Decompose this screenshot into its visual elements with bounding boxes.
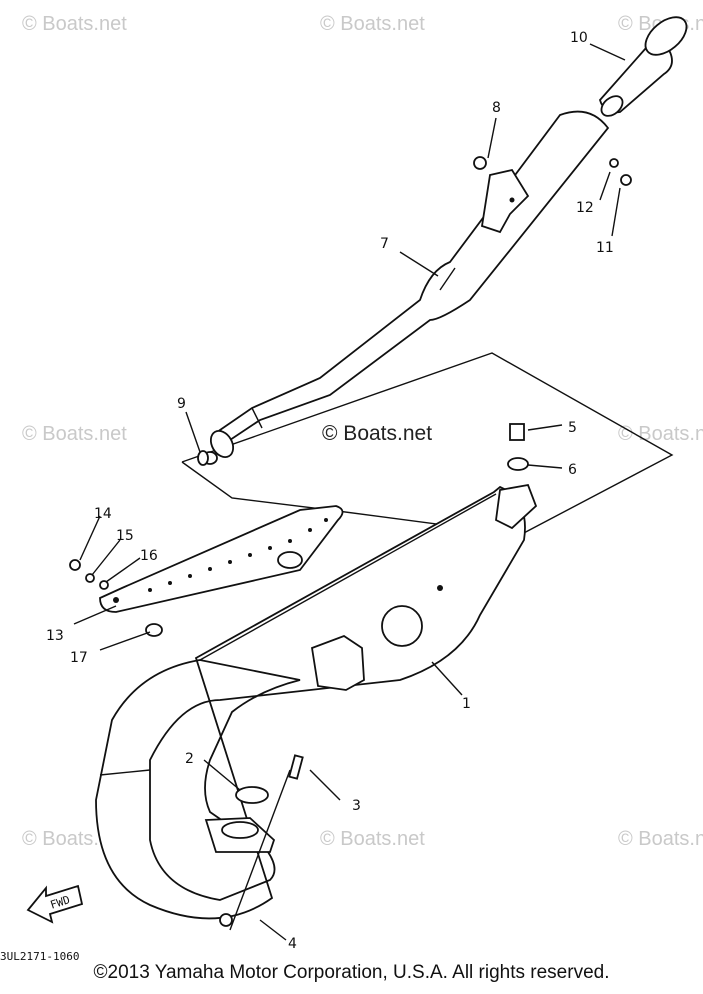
callout-12: 12 xyxy=(576,200,594,216)
diagram-code: 3UL2171-1060 xyxy=(0,950,79,963)
heat-shield-part xyxy=(99,505,344,613)
leader-lines xyxy=(73,43,626,941)
callout-11: 11 xyxy=(596,240,614,256)
copyright-notice: ©2013 Yamaha Motor Corporation, U.S.A. A… xyxy=(93,962,610,983)
callout-16: 16 xyxy=(140,548,158,564)
callout-1: 1 xyxy=(462,696,471,712)
callout-10: 10 xyxy=(570,30,588,46)
watermark: © Boats.net xyxy=(22,13,127,35)
callout-3: 3 xyxy=(352,798,361,814)
callout-4: 4 xyxy=(288,936,297,952)
watermark: © Boats.net xyxy=(618,423,703,445)
fasteners xyxy=(69,156,632,927)
callout-8: 8 xyxy=(492,100,501,116)
watermarks: © Boats.net © Boats.net © Boats.net © Bo… xyxy=(22,13,703,850)
watermark: © Boats.net xyxy=(22,423,127,445)
watermark: © Boats.net xyxy=(618,828,703,850)
callout-13: 13 xyxy=(46,628,64,644)
callout-5: 5 xyxy=(568,420,577,436)
callout-6: 6 xyxy=(568,462,577,478)
center-watermark: © Boats.net xyxy=(322,422,432,445)
end-cap-part xyxy=(598,16,688,117)
watermark: © Boats.net xyxy=(320,13,425,35)
callout-14: 14 xyxy=(94,506,112,522)
callout-2: 2 xyxy=(185,751,194,767)
callout-17: 17 xyxy=(70,650,88,666)
callout-7: 7 xyxy=(380,236,389,252)
silencer-part xyxy=(202,110,610,465)
callout-15: 15 xyxy=(116,528,134,544)
watermark: © Boats.net xyxy=(320,828,425,850)
forward-arrow-icon: FWD xyxy=(26,884,84,924)
expansion-chamber-part xyxy=(95,483,538,920)
callout-9: 9 xyxy=(177,396,186,412)
callout-numbers: 1 2 3 4 5 6 7 8 9 10 11 12 13 14 15 16 1… xyxy=(46,30,614,952)
fwd-label: FWD xyxy=(49,893,72,912)
